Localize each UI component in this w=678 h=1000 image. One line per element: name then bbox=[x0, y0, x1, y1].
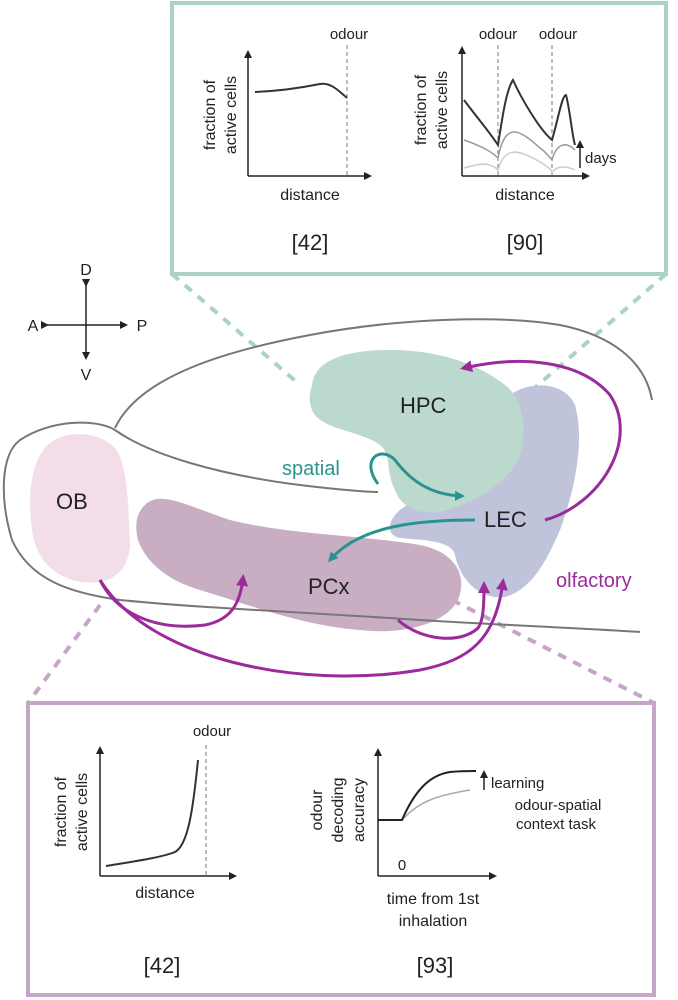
anterior-label: A bbox=[28, 318, 39, 335]
y-label-line2: active cells bbox=[434, 71, 451, 149]
hpc-label: HPC bbox=[400, 393, 447, 418]
cortex-inner-outline bbox=[114, 429, 379, 493]
y-label-line2: decoding bbox=[330, 778, 347, 843]
task-label-line2: context task bbox=[516, 816, 597, 833]
olfactory-arrow-ob-lec bbox=[98, 578, 508, 678]
posterior-label: P bbox=[137, 318, 148, 335]
trace-day-1 bbox=[463, 151, 576, 174]
cortex-outline bbox=[114, 318, 653, 429]
odour-label: odour bbox=[330, 26, 368, 43]
bottom-right-plot: learning odour-spatial context task 0 od… bbox=[309, 748, 602, 978]
top-left-connector bbox=[170, 272, 302, 387]
activity-curve bbox=[105, 759, 199, 867]
bottom-left-connector bbox=[26, 603, 102, 705]
pcx-region bbox=[136, 498, 462, 632]
brain-schematic: HPC LEC PCx OB spatial olfactory bbox=[2, 318, 653, 678]
x-label: distance bbox=[495, 187, 555, 204]
odour-label: odour bbox=[193, 723, 231, 740]
y-label-line1: odour bbox=[309, 789, 326, 831]
y-label-line2: active cells bbox=[223, 76, 240, 154]
spatial-arrow-lec-pcx bbox=[328, 518, 476, 563]
top-right-connector bbox=[513, 272, 668, 407]
zoom-connectors bbox=[26, 272, 668, 705]
top-panel-frame bbox=[170, 1, 668, 276]
top-inset-panel: odour fraction of active cells distance … bbox=[170, 1, 668, 276]
y-label-line3: accuracy bbox=[351, 778, 368, 842]
y-label-line2: active cells bbox=[74, 773, 91, 851]
bottom-right-connector bbox=[451, 598, 655, 705]
olfactory-label: olfactory bbox=[556, 570, 632, 592]
x-label-line2: inhalation bbox=[399, 913, 468, 930]
pcx-label: PCx bbox=[308, 574, 350, 599]
learned-curve bbox=[378, 770, 477, 821]
lec-label: LEC bbox=[484, 507, 527, 532]
odour-label-2: odour bbox=[539, 26, 577, 43]
ob-label: OB bbox=[56, 489, 88, 514]
trace-day-2 bbox=[463, 131, 576, 162]
x-label-line1: time from 1st bbox=[387, 891, 480, 908]
bottom-inset-panel: odour fraction of active cells distance … bbox=[26, 701, 656, 997]
x-label: distance bbox=[135, 885, 195, 902]
top-left-plot: odour fraction of active cells distance … bbox=[202, 26, 372, 255]
reference-93: [93] bbox=[417, 953, 454, 978]
orientation-compass: D V A P bbox=[28, 262, 148, 384]
task-label-line1: odour-spatial bbox=[515, 797, 602, 814]
spatial-arrow-hpc-lec bbox=[369, 452, 465, 501]
bottom-panel-frame bbox=[26, 701, 656, 997]
reference-90: [90] bbox=[507, 230, 544, 255]
spatial-label: spatial bbox=[282, 458, 340, 480]
dorsal-label: D bbox=[80, 262, 92, 279]
zero-tick-label: 0 bbox=[398, 857, 406, 874]
trace-day-3 bbox=[463, 77, 576, 148]
x-label: distance bbox=[280, 187, 340, 204]
y-label-line1: fraction of bbox=[53, 776, 70, 847]
olfactory-arrow-lec-hpc bbox=[460, 359, 622, 522]
odour-label-1: odour bbox=[479, 26, 517, 43]
ventral-label: V bbox=[81, 367, 92, 384]
days-label: days bbox=[585, 150, 617, 167]
y-label-line1: fraction of bbox=[202, 79, 219, 150]
hpc-region bbox=[309, 350, 524, 513]
bottom-left-plot: odour fraction of active cells distance … bbox=[53, 723, 237, 978]
olfactory-arrow-pcx-lec bbox=[396, 581, 490, 640]
activity-curve bbox=[254, 82, 348, 99]
reference-42: [42] bbox=[292, 230, 329, 255]
ob-region bbox=[30, 434, 130, 583]
top-right-plot: days odour odour fraction of active cell… bbox=[413, 26, 617, 255]
learning-label: learning bbox=[491, 775, 544, 792]
reference-42: [42] bbox=[144, 953, 181, 978]
y-label-line1: fraction of bbox=[413, 74, 430, 145]
